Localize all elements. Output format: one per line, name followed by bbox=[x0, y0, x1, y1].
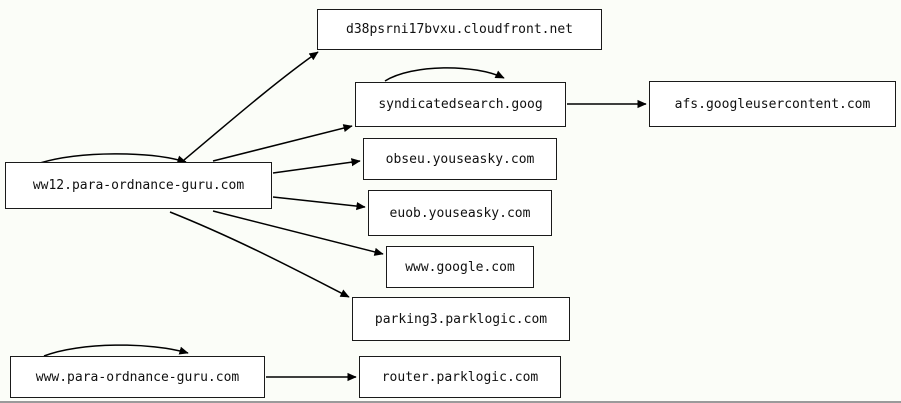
node-obseu-youseasky-com[interactable]: obseu.youseasky.com bbox=[363, 138, 557, 180]
edge-ww12-to-obseu bbox=[272, 158, 361, 174]
node-afs-googleusercontent-com[interactable]: afs.googleusercontent.com bbox=[649, 81, 896, 127]
node-euob-youseasky-com[interactable]: euob.youseasky.com bbox=[368, 190, 552, 236]
node-label: afs.googleusercontent.com bbox=[674, 96, 871, 112]
edge-ww12-to-euob bbox=[272, 196, 366, 211]
node-label: www.para-ordnance-guru.com bbox=[35, 369, 240, 385]
node-router-parklogic-com[interactable]: router.parklogic.com bbox=[359, 356, 561, 398]
node-label: euob.youseasky.com bbox=[389, 205, 531, 221]
node-label: parking3.parklogic.com bbox=[374, 311, 548, 327]
node-label: syndicatedsearch.goog bbox=[378, 97, 543, 112]
edge-wwwpara-self bbox=[43, 344, 189, 357]
node-ww12-para-ordnance-guru-com[interactable]: ww12.para-ordnance-guru.com bbox=[5, 162, 272, 209]
node-label: obseu.youseasky.com bbox=[385, 151, 535, 167]
node-label: router.parklogic.com bbox=[381, 369, 539, 385]
node-parking3-parklogic-com[interactable]: parking3.parklogic.com bbox=[352, 297, 570, 341]
edge-ww12-to-cloudfront bbox=[183, 51, 319, 161]
edge-syndicatedsearch-self bbox=[384, 67, 505, 82]
node-d38psrni17bvxu-cloudfront-net[interactable]: d38psrni17bvxu.cloudfront.net bbox=[317, 9, 602, 50]
edge-ww12-to-parking3 bbox=[169, 211, 350, 298]
node-syndicatedsearch-goog[interactable]: syndicatedsearch.goog bbox=[355, 82, 566, 127]
edge-ww12-to-syndicatedsearch bbox=[212, 124, 353, 162]
node-www-google-com[interactable]: www.google.com bbox=[386, 246, 534, 288]
node-label: ww12.para-ordnance-guru.com bbox=[32, 178, 245, 193]
node-www-para-ordnance-guru-com[interactable]: www.para-ordnance-guru.com bbox=[10, 356, 265, 398]
node-label: www.google.com bbox=[405, 259, 515, 275]
edge-ww12-to-google bbox=[212, 210, 384, 256]
node-label: d38psrni17bvxu.cloudfront.net bbox=[346, 22, 573, 37]
